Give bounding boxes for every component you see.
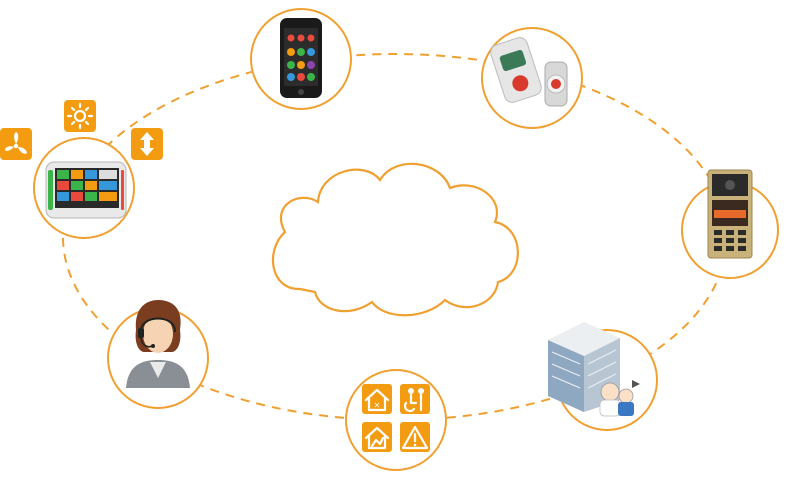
panic-button-pendant-icon — [490, 37, 568, 107]
panic-pendant-node — [481, 27, 583, 129]
home-break-in-tile — [362, 422, 392, 452]
warning-tile — [400, 422, 430, 452]
assisted-care-tile — [400, 384, 430, 414]
hospital-building-icon — [548, 322, 640, 417]
touch-panel-node — [33, 137, 135, 239]
alerts-node: ✕ — [345, 369, 447, 471]
door-intercom-node — [681, 169, 779, 279]
cloud-icon — [271, 162, 519, 317]
up-down-arrows-icon — [131, 128, 163, 160]
hospital-node — [548, 322, 658, 431]
alert-tiles-icon: ✕ — [362, 384, 430, 452]
operator-node — [107, 300, 209, 409]
smartphone-node — [250, 8, 352, 110]
door-station-icon — [707, 169, 753, 259]
home-alert-tile: ✕ — [362, 384, 392, 414]
headset-operator-icon — [126, 300, 190, 388]
touch-panel-icon — [45, 161, 127, 219]
smartphone-icon — [280, 18, 322, 98]
sun-icon — [64, 100, 96, 132]
svg-text:✕: ✕ — [374, 401, 381, 410]
fan-icon — [0, 128, 32, 160]
